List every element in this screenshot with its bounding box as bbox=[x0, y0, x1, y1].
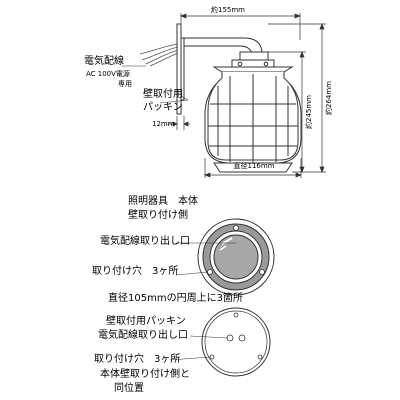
body-mount-plate bbox=[197, 218, 275, 296]
dim-height-body-label: 約245mm bbox=[304, 95, 313, 129]
packing-view: 壁取付用パッキン 電気配線取り出し口 取り付け穴 3ヶ所 本体壁取り付け側と 同… bbox=[94, 307, 271, 394]
packing-holes-label-1: 取り付け穴 3ヶ所 bbox=[94, 352, 180, 365]
packing-outlet-label: 電気配線取り出し口 bbox=[98, 328, 188, 341]
packing-holes-label-3: 同位置 bbox=[114, 381, 144, 394]
voltage-label: AC 100V電源 bbox=[86, 69, 130, 78]
body-heading-1: 照明器具 本体 bbox=[128, 194, 198, 207]
dimension-diameter-line bbox=[204, 158, 302, 178]
body-heading-2: 壁取り付け側 bbox=[128, 208, 188, 221]
packing-holes bbox=[209, 312, 263, 360]
wiring-label: 電気配線 bbox=[84, 54, 124, 67]
leader-lines-middle bbox=[175, 242, 236, 276]
dedicated-label: 専用 bbox=[118, 79, 132, 88]
leader-lines-top bbox=[122, 65, 189, 104]
wall-plate-side bbox=[176, 23, 185, 115]
packing-holes-label-2: 本体壁取り付け側と bbox=[100, 367, 190, 380]
dimension-flange-line bbox=[168, 116, 190, 130]
dim-diameter-label: 直径116mm bbox=[234, 161, 275, 170]
lamp-bottom bbox=[213, 162, 293, 173]
packing-label-line2: パッキン bbox=[143, 101, 183, 113]
power-cable bbox=[139, 43, 179, 67]
dim-height-total-label: 約264mm bbox=[324, 81, 333, 115]
lamp-cap bbox=[212, 51, 294, 73]
packing-label-line1: 壁取付用 bbox=[143, 87, 183, 100]
lamp-side-view bbox=[122, 13, 326, 178]
body-holes-label: 取り付け穴 3ヶ所 bbox=[92, 264, 178, 277]
leader-lines-bottom bbox=[169, 335, 229, 361]
pcd-note: 直径105mmの円周上に3箇所 bbox=[108, 291, 243, 304]
dim-flange-label: 12mm bbox=[152, 120, 175, 128]
dim-width-label: 約155mm bbox=[211, 5, 245, 14]
top-view-labels: 約155mm 約245mm 約264mm 直径116mm 12mm 電気配線 A… bbox=[84, 5, 333, 170]
dimension-width-line bbox=[180, 13, 301, 40]
packing-label: 壁取付用パッキン bbox=[106, 314, 186, 327]
body-outlet-label: 電気配線取り出し口 bbox=[100, 234, 190, 247]
lamp-globe bbox=[204, 72, 302, 164]
body-mount-holes bbox=[207, 225, 265, 275]
body-mount-view: 照明器具 本体 壁取り付け側 電気配線取り出し口 取り付け穴 3ヶ所 直径105… bbox=[92, 194, 275, 304]
packing-disc bbox=[201, 307, 271, 377]
